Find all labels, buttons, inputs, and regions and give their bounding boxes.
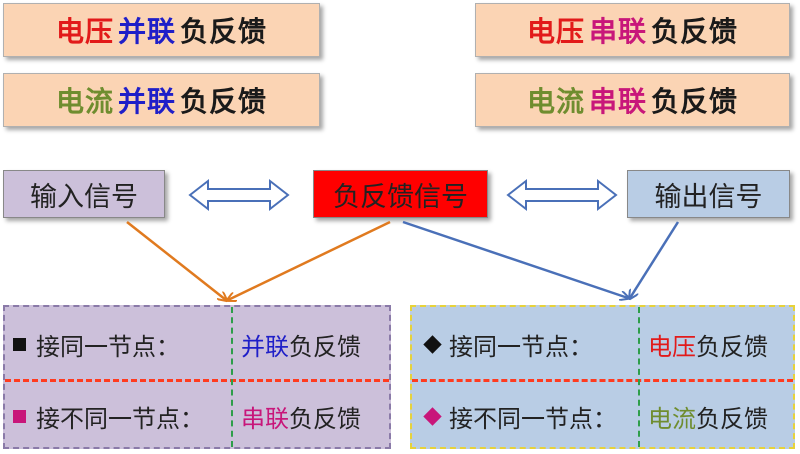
magenta-square-icon: [13, 409, 26, 423]
input-signal-box: 输入信号: [3, 170, 165, 218]
title-part1: 电压: [55, 15, 114, 48]
result-rest: 负反馈: [289, 404, 361, 433]
condition-text: 接同一节点：: [449, 332, 593, 361]
title-part2: 并联: [117, 15, 176, 48]
result-colored: 并联: [241, 332, 289, 361]
title-part2: 串联: [588, 15, 647, 48]
orange-arrow: [228, 220, 391, 300]
left-row1-condition: 接同一节点：: [13, 309, 180, 379]
right-row1-result: 电压 负反馈: [648, 309, 768, 379]
title-part1: 电流: [526, 85, 585, 118]
left-row2-result: 串联 负反馈: [241, 381, 361, 451]
row-divider: [5, 379, 389, 382]
left-rule-panel: 接同一节点： 并联 负反馈 接不同一节点： 串联 负反馈: [3, 305, 391, 449]
result-rest: 负反馈: [696, 332, 768, 361]
right-rule-panel: 接同一节点： 电压 负反馈 接不同一节点： 电流 负反馈: [410, 305, 795, 449]
title-part3: 负反馈: [180, 85, 268, 118]
black-square-icon: [13, 337, 26, 351]
title-part1: 电压: [526, 15, 585, 48]
left-row1-result: 并联 负反馈: [241, 309, 361, 379]
double-arrow-icon: [188, 178, 290, 212]
row-divider: [412, 379, 793, 382]
feedback-signal-box: 负反馈信号: [313, 170, 488, 218]
blue-arrow: [630, 221, 680, 298]
title-part2: 串联: [588, 85, 647, 118]
title-current-series: 电流 串联 负反馈: [475, 73, 790, 127]
condition-text: 接同一节点：: [36, 332, 180, 361]
result-rest: 负反馈: [696, 404, 768, 433]
column-divider: [638, 307, 640, 447]
result-colored: 电压: [648, 332, 696, 361]
result-rest: 负反馈: [289, 332, 361, 361]
title-current-parallel: 电流 并联 负反馈: [3, 73, 320, 127]
result-colored: 串联: [241, 404, 289, 433]
right-row1-condition: 接同一节点：: [423, 309, 593, 379]
title-part1: 电流: [55, 85, 114, 118]
title-part3: 负反馈: [180, 15, 268, 48]
black-diamond-icon: [423, 334, 442, 354]
blue-arrow: [402, 220, 628, 298]
condition-text: 接不同一节点：: [36, 404, 204, 433]
right-row2-result: 电流 负反馈: [648, 381, 768, 451]
magenta-diamond-icon: [423, 406, 442, 426]
condition-text: 接不同一节点：: [449, 404, 617, 433]
title-part3: 负反馈: [651, 85, 739, 118]
result-colored: 电流: [648, 404, 696, 433]
output-signal-box: 输出信号: [627, 170, 790, 218]
double-arrow-icon: [506, 178, 618, 212]
left-row2-condition: 接不同一节点：: [13, 381, 204, 451]
title-part3: 负反馈: [651, 15, 739, 48]
orange-arrow: [126, 221, 226, 300]
title-voltage-parallel: 电压 并联 负反馈: [3, 3, 320, 57]
right-row2-condition: 接不同一节点：: [423, 381, 617, 451]
title-voltage-series: 电压 串联 负反馈: [475, 3, 790, 57]
title-part2: 并联: [117, 85, 176, 118]
column-divider: [231, 307, 233, 447]
